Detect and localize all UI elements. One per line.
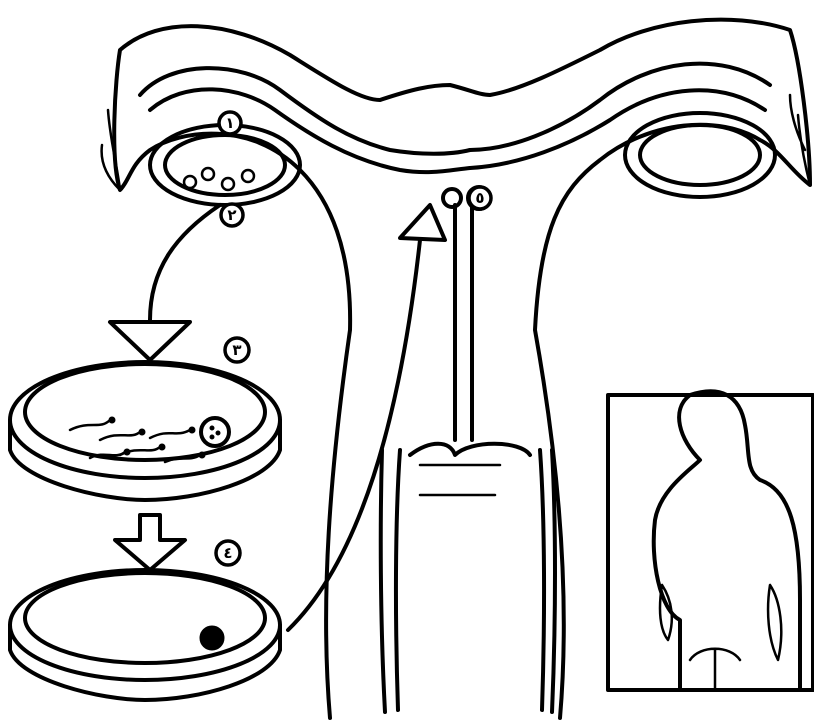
embryo-transfer-arrow bbox=[288, 205, 445, 630]
down-arrow bbox=[115, 515, 185, 570]
step-label-3: ٣ bbox=[225, 338, 249, 362]
step-label-3-text: ٣ bbox=[232, 341, 241, 359]
step-label-2-text: ٢ bbox=[227, 206, 236, 224]
petri-dish-fertilization bbox=[10, 362, 280, 500]
egg-cell bbox=[202, 168, 214, 180]
right-ovary bbox=[625, 113, 775, 197]
petri-dish-embryo bbox=[10, 570, 280, 700]
egg-cell bbox=[242, 170, 254, 182]
step-label-4-text: ٤ bbox=[223, 544, 232, 562]
egg-cell bbox=[201, 418, 229, 446]
egg-retrieval-arrow bbox=[110, 205, 220, 360]
step-label-1-text: ١ bbox=[225, 114, 234, 132]
step-label-4: ٤ bbox=[216, 541, 240, 565]
step-label-5: ٥ bbox=[469, 187, 491, 209]
embryo bbox=[443, 189, 461, 207]
left-ovary bbox=[150, 125, 300, 205]
step-label-5-text: ٥ bbox=[475, 189, 484, 207]
inset-woman-silhouette bbox=[608, 391, 813, 690]
egg-cell bbox=[222, 178, 234, 190]
egg-cell bbox=[184, 176, 196, 188]
step-label-2: ٢ bbox=[221, 204, 243, 226]
step-label-1: ١ bbox=[219, 112, 241, 134]
embryo bbox=[200, 626, 224, 650]
